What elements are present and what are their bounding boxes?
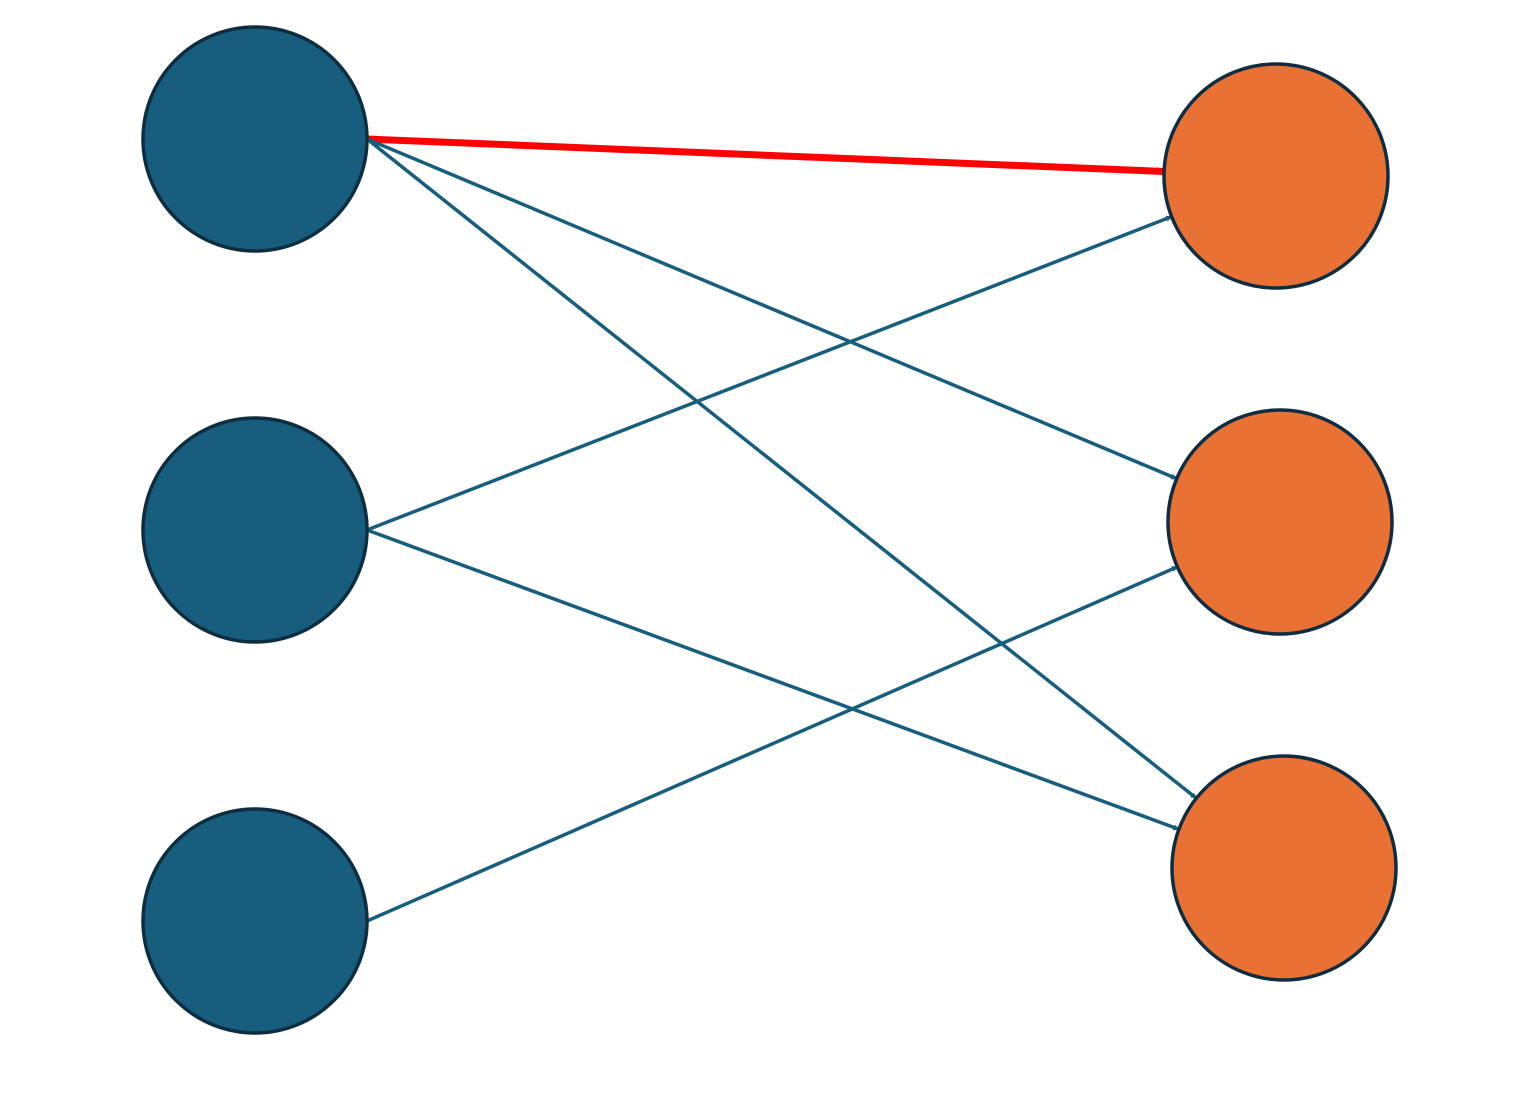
- edge-s1-t3: [365, 137, 1198, 800]
- edge-s2-t1: [366, 215, 1173, 532]
- edge-s2-t3: [366, 528, 1180, 831]
- target-node-t1: [1162, 62, 1390, 290]
- source-node-s1: [141, 25, 369, 253]
- edges-layer: [365, 135, 1198, 923]
- nodes-layer: [141, 25, 1398, 1035]
- edge-s3-t2: [366, 565, 1179, 923]
- edge-s1-t1-highlighted: [366, 135, 1165, 176]
- source-node-s2: [141, 416, 369, 644]
- target-node-t3: [1170, 754, 1398, 982]
- source-node-s3: [141, 807, 369, 1035]
- target-node-t2: [1166, 408, 1394, 636]
- edge-s1-t2: [366, 137, 1178, 481]
